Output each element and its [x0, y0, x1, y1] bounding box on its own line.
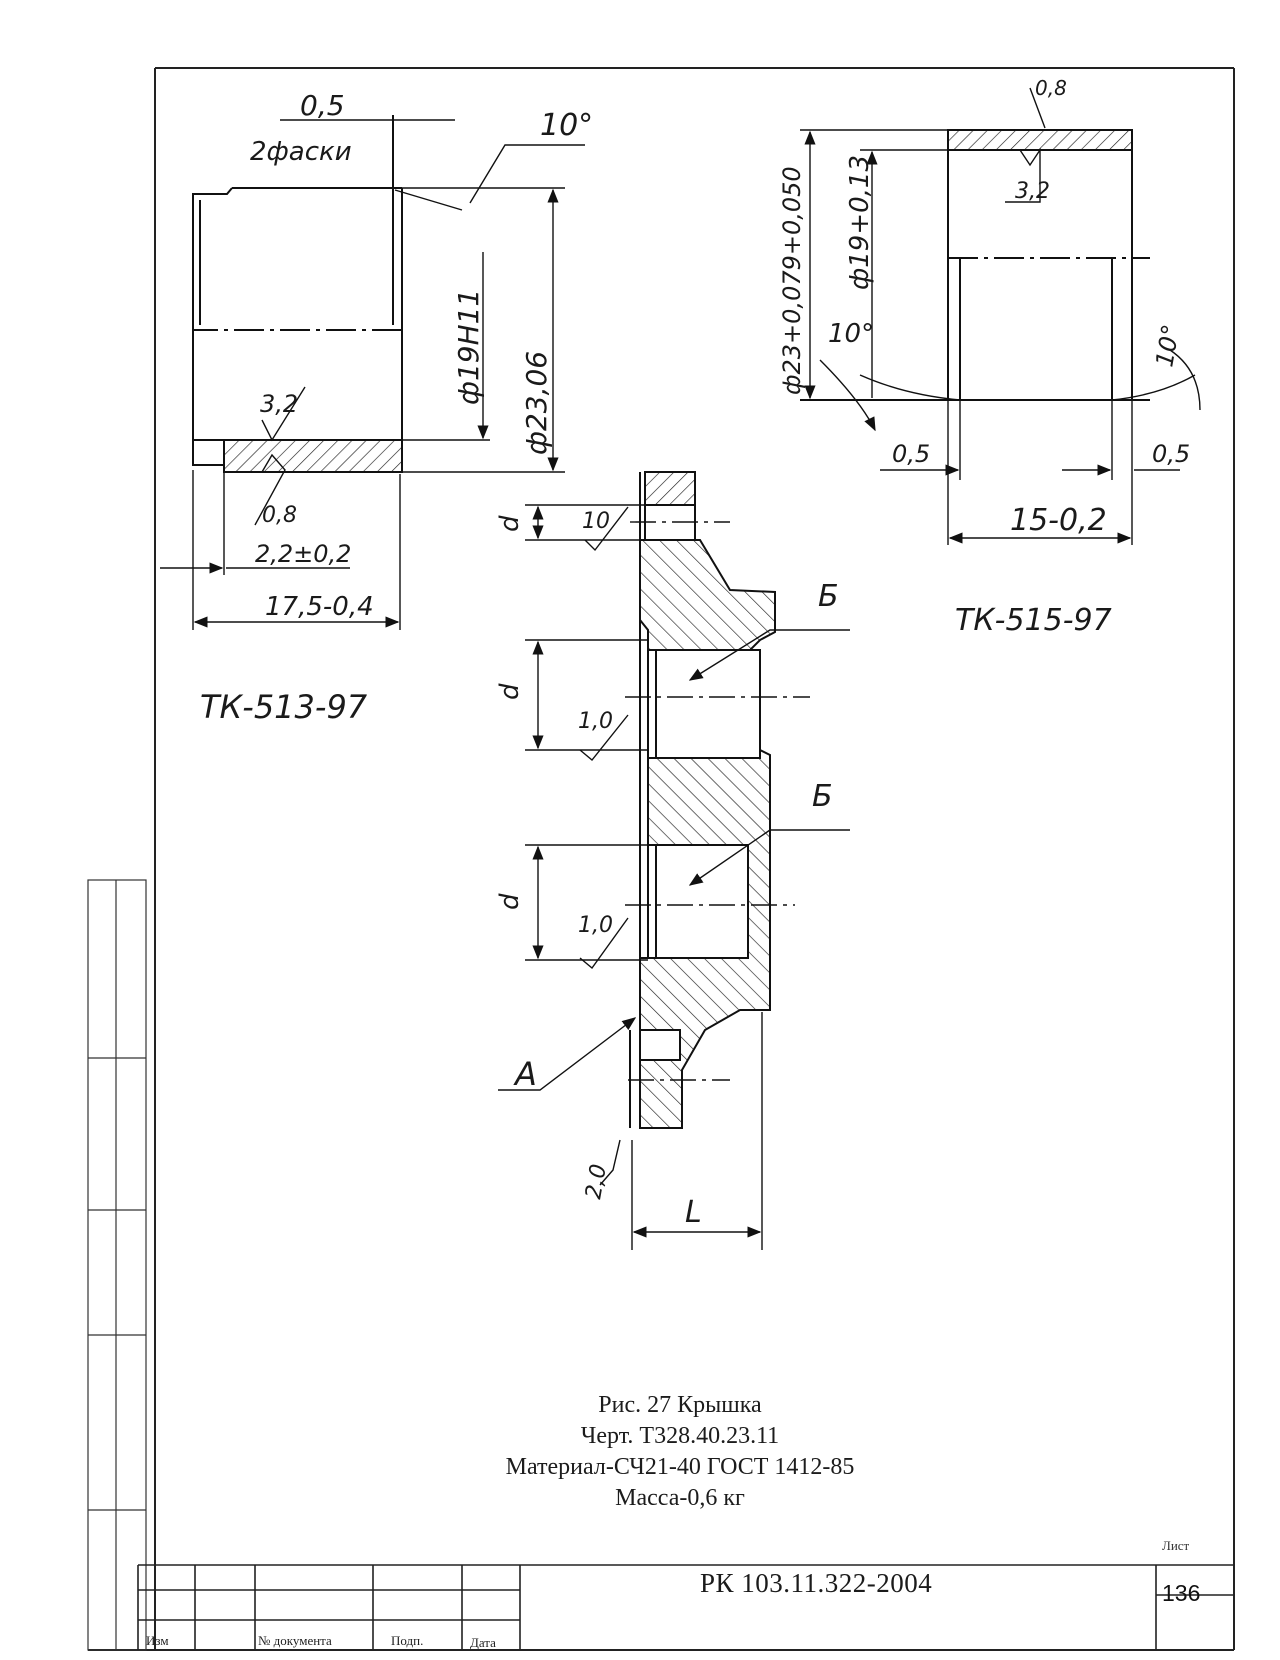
title-block-col-date: Дата [470, 1635, 496, 1650]
caption-material: Материал-СЧ21-40 ГОСТ 1412-85 [505, 1454, 855, 1480]
tk515-angle-left: 10° [828, 319, 874, 349]
tk515-roughness-top: 0,8 [1035, 76, 1067, 100]
caption-drawing-number: Черт. Т328.40.23.11 [580, 1423, 780, 1449]
cover-roughness-top: 10 [582, 509, 610, 534]
part-tk513-section-hatch [223, 439, 403, 473]
tk513-chamfer-angle: 10° [540, 108, 593, 143]
tk515-angle-right: 10° [1150, 322, 1185, 369]
caption-mass: Масса-0,6 кг [615, 1485, 745, 1511]
tk513-roughness-top: 3,2 [260, 390, 298, 418]
cover-roughness-face: 2,0 [581, 1162, 612, 1201]
title-block-col-doc: № документа [258, 1633, 332, 1648]
tk515-label: ТК-515-97 [955, 603, 1112, 638]
cover-view-b-1: Б [818, 579, 839, 614]
cover-dim-d-mid: d [495, 683, 525, 700]
cover-dim-d-bottom: d [495, 893, 525, 910]
tk513-roughness-bottom: 0,8 [262, 503, 297, 528]
sheet-number: 136 [1162, 1580, 1201, 1606]
page-frame [88, 67, 1235, 1651]
cover-dim-l: L [685, 1195, 702, 1230]
figure-caption: Рис. 27 Крышка Черт. Т328.40.23.11 Матер… [360, 1390, 1000, 1514]
tk513-length-dim: 17,5-0,4 [265, 592, 374, 622]
tk513-step-dim: 2,2±0,2 [255, 540, 351, 568]
part-cover-section [629, 471, 776, 1129]
part-tk513-outline [192, 115, 403, 472]
cover-view-a: А [513, 1055, 537, 1093]
cover-dim-d-top: d [495, 515, 525, 532]
tk513-outer-dim: ф23,06 [520, 351, 553, 455]
title-block-grid [137, 1564, 1234, 1650]
part-tk515-section-hatch [947, 129, 1133, 151]
part-tk515-dimension-lines [800, 87, 1201, 545]
tk513-chamfer-note: 2фаски [250, 137, 352, 167]
tk513-chamfer-size: 0,5 [300, 89, 345, 122]
tk515-length-dim: 15-0,2 [1010, 503, 1107, 538]
title-block-col-izm: Изм [146, 1633, 169, 1648]
tk513-bore-dim: ф19Н11 [452, 289, 485, 405]
part-cover-dimension-lines [498, 504, 850, 1250]
part-tk515-outline [800, 148, 1150, 401]
tk515-roughness-inner: 3,2 [1015, 179, 1050, 204]
part-cover-centerlines [625, 521, 810, 1081]
part-tk513-dimension-lines [160, 119, 585, 630]
tk515-chamfer-left: 0,5 [892, 440, 930, 468]
tk515-bore-dim: ф19+0,13 [845, 155, 875, 290]
tk515-outer-dim: ф23+0,079+0,050 [778, 166, 806, 395]
cover-roughness-bottom: 1,0 [578, 913, 613, 938]
cover-roughness-mid: 1,0 [578, 709, 613, 734]
margin-stamp-grid [87, 879, 147, 1651]
tk515-chamfer-right: 0,5 [1152, 440, 1190, 468]
document-code: РК 103.11.322-2004 [700, 1568, 933, 1598]
tk513-label: ТК-513-97 [200, 688, 368, 726]
cover-view-b-2: Б [812, 779, 833, 814]
title-block-col-sign: Подп. [391, 1633, 424, 1648]
sheet-label: Лист [1162, 1538, 1190, 1553]
caption-title: Рис. 27 Крышка [598, 1392, 762, 1418]
